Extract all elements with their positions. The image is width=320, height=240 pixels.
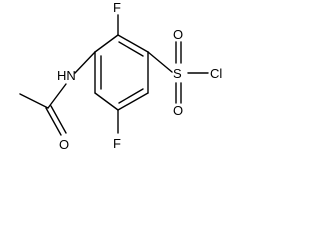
- amide-nh-label: HN: [57, 68, 76, 83]
- carbonyl-double-bond-a: [45, 107, 62, 136]
- bond-carbonyl-methyl: [19, 93, 49, 109]
- carbonyl-double-bond-b: [50, 105, 67, 134]
- bond-ring-nh: [74, 51, 96, 74]
- bond-ring-sulfur: [147, 51, 173, 73]
- benzene-ring: [94, 34, 149, 111]
- sulfur-label: S: [173, 66, 182, 81]
- sulfonyl-oxygen-bottom-label: O: [173, 103, 183, 118]
- structure-diagram: F F HN O S O O Cl: [19, 0, 222, 152]
- ring-bond-c3-c4: [117, 92, 149, 111]
- sulfonyl-oxygen-top-label: O: [173, 27, 183, 42]
- bond-nh-carbonyl: [47, 83, 67, 109]
- fluorine-top-label: F: [113, 0, 121, 15]
- chlorine-label: Cl: [210, 66, 222, 81]
- ring-bond-c1-c2: [117, 34, 149, 53]
- ring-double-bond-c3-c4: [118, 88, 144, 104]
- ring-double-bond-c1-c2: [118, 41, 144, 57]
- ring-bond-c4-c5: [94, 92, 119, 111]
- carbonyl-oxygen-label: O: [59, 137, 69, 152]
- fluorine-bottom-label: F: [113, 136, 121, 151]
- ring-bond-c6-c1: [94, 34, 119, 53]
